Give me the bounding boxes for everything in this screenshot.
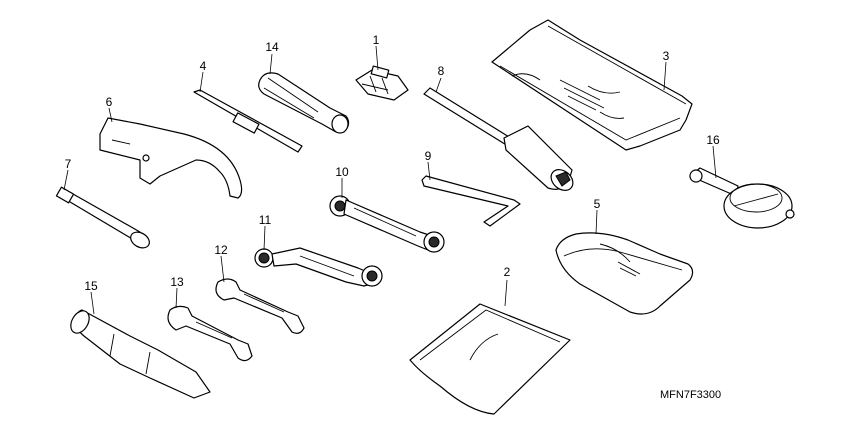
part-11-offset-box-wrench bbox=[254, 247, 383, 287]
part-8-socket-wrench bbox=[423, 87, 574, 191]
callout-10: 10 bbox=[335, 165, 349, 179]
callout-5: 5 bbox=[594, 197, 601, 211]
part-5-tool-bag bbox=[555, 232, 694, 315]
callout-7: 7 bbox=[65, 157, 72, 171]
part-7-extension-bar bbox=[55, 186, 150, 249]
part-1-clip bbox=[355, 65, 409, 101]
part-16-pressure-gauge bbox=[689, 167, 795, 229]
diagram-code: MFN7F3300 bbox=[660, 389, 721, 401]
callout-14: 14 bbox=[265, 40, 279, 54]
callout-12: 12 bbox=[214, 243, 228, 257]
callout-8: 8 bbox=[438, 64, 445, 78]
part-2-document-pouch bbox=[409, 303, 571, 415]
part-13-open-end-wrench bbox=[167, 305, 253, 362]
callout-3: 3 bbox=[663, 49, 670, 63]
callout-11: 11 bbox=[259, 213, 272, 227]
callout-6: 6 bbox=[106, 95, 113, 109]
part-9-hex-key bbox=[421, 175, 521, 227]
callout-2: 2 bbox=[504, 265, 511, 279]
part-15-tube-handle bbox=[70, 309, 211, 399]
part-4-screwdriver-bit bbox=[193, 89, 303, 153]
part-14-screwdriver bbox=[258, 72, 350, 134]
callout-4: 4 bbox=[200, 59, 207, 73]
part-6-pin-spanner bbox=[99, 117, 243, 199]
part-3-tool-roll bbox=[491, 19, 693, 151]
part-10-box-wrench bbox=[329, 195, 445, 253]
leader-lines bbox=[63, 45, 717, 315]
callout-1: 1 bbox=[373, 33, 380, 47]
callout-15: 15 bbox=[84, 279, 98, 293]
part-12-open-end-wrench bbox=[215, 278, 305, 334]
callout-13: 13 bbox=[170, 275, 184, 289]
callout-16: 16 bbox=[706, 133, 720, 147]
callout-9: 9 bbox=[425, 149, 432, 163]
